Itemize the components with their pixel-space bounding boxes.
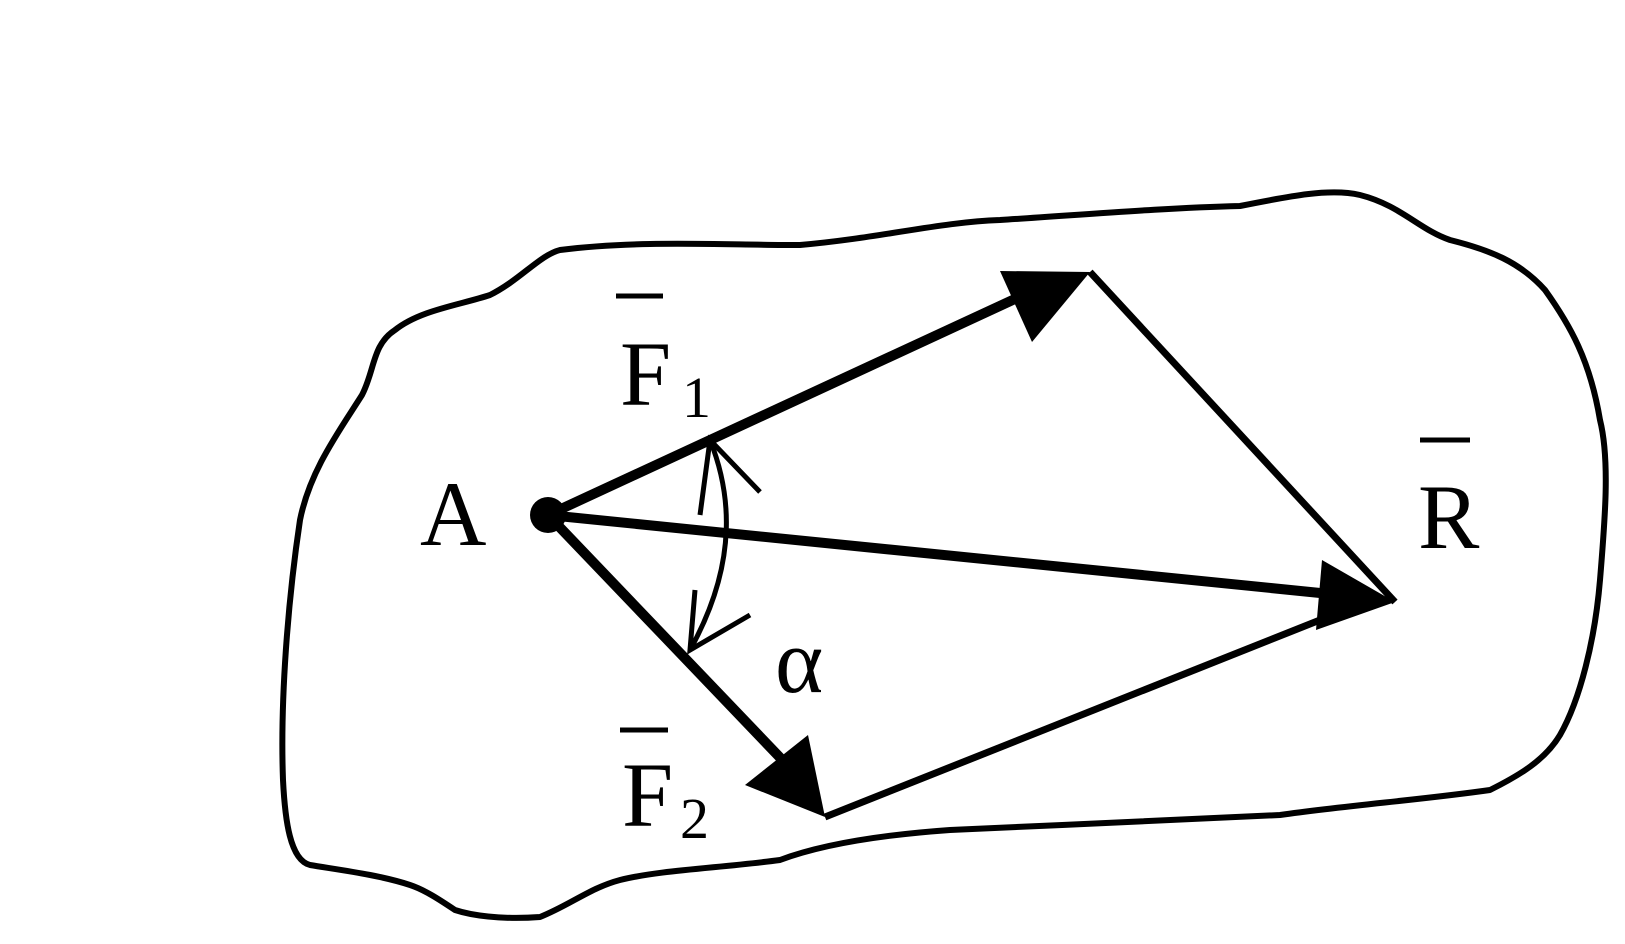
resultant-vector-r-arrowhead <box>1316 560 1395 630</box>
point-a <box>530 497 566 533</box>
label-angle-alpha: α <box>775 610 823 712</box>
label-force-f1: F <box>620 323 671 425</box>
force-vector-f2-arrowhead <box>745 735 825 817</box>
label-point-a: A <box>420 463 486 565</box>
label-resultant-r: R <box>1418 466 1480 568</box>
force-vector-f1 <box>545 287 1033 520</box>
label-force-f2: F <box>622 744 673 846</box>
angle-arc-arrow-bottom <box>687 589 752 655</box>
angle-alpha-arc <box>687 439 729 652</box>
resultant-vector-r <box>547 510 1341 600</box>
body-outline <box>279 189 1609 921</box>
angle-arc-arrow-top <box>697 434 762 516</box>
parallelogram-side-upper <box>1087 269 1398 605</box>
force-vector-f2 <box>544 511 794 772</box>
force-vector-f1-arrowhead <box>1000 271 1090 342</box>
parallelogram-side-lower <box>823 616 1322 821</box>
label-force-f1-subscript: 1 <box>682 365 711 430</box>
label-force-f2-subscript: 2 <box>680 786 709 851</box>
